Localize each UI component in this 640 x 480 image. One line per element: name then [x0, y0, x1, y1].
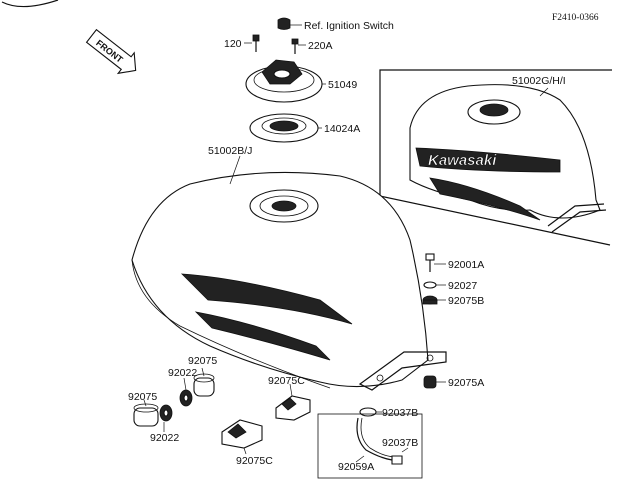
damper-92075-left-icon — [133, 403, 159, 427]
fuel-tank-main — [131, 171, 447, 391]
label-51002bj: 51002B/J — [208, 145, 252, 157]
damper-92075b-icon — [422, 295, 438, 305]
figure-code: F2410-0366 — [552, 13, 599, 23]
washer-92022-lower-icon — [159, 404, 173, 422]
label-92075c-lower: 92075C — [236, 455, 273, 467]
front-arrow-icon: FRONT — [85, 28, 137, 75]
inset-alternate-tank: Kawasaki — [379, 69, 612, 246]
label-92022-lower: 92022 — [150, 432, 179, 444]
label-92075-upper: 92075 — [188, 355, 217, 367]
label-92059a: 92059A — [338, 461, 374, 473]
clip-92037b-top-icon — [359, 407, 377, 417]
bolt-120-icon — [252, 34, 260, 52]
fuel-cap-51049-icon — [245, 59, 323, 103]
label-92075-left: 92075 — [128, 391, 157, 403]
label-92001a: 92001A — [448, 259, 484, 271]
label-120: 120 — [224, 38, 242, 50]
ignition-switch-cap-icon — [277, 17, 302, 30]
label-92022-upper: 92022 — [168, 367, 197, 379]
label-92075c-upper: 92075C — [268, 375, 305, 387]
label-220a: 220A — [308, 40, 333, 52]
label-92075b: 92075B — [448, 295, 484, 307]
label-92037b-top: 92037B — [382, 407, 418, 419]
brand-text: Kawasaki — [428, 152, 497, 169]
bolt-92001a-icon — [425, 253, 435, 272]
washer-92027-icon — [423, 281, 437, 289]
washer-92022-upper-icon — [179, 389, 193, 407]
label-92075a: 92075A — [448, 377, 484, 389]
damper-92075a-icon — [423, 375, 437, 389]
gasket-14024a-icon — [249, 113, 319, 143]
bracket-92075c-upper-icon — [275, 395, 311, 421]
label-51049: 51049 — [328, 79, 357, 91]
label-51002ghi: 51002G/H/I — [512, 75, 566, 87]
label-92037b-bottom: 92037B — [382, 437, 418, 449]
label-ignition-ref: Ref. Ignition Switch — [304, 20, 394, 32]
corner-arc — [1, 0, 59, 8]
hose-kit-box — [317, 413, 423, 479]
damper-92075-upper-icon — [193, 373, 215, 397]
label-92027: 92027 — [448, 280, 477, 292]
screw-220a-icon — [291, 38, 299, 54]
label-14024a: 14024A — [324, 123, 360, 135]
bracket-92075c-lower-icon — [221, 419, 263, 449]
